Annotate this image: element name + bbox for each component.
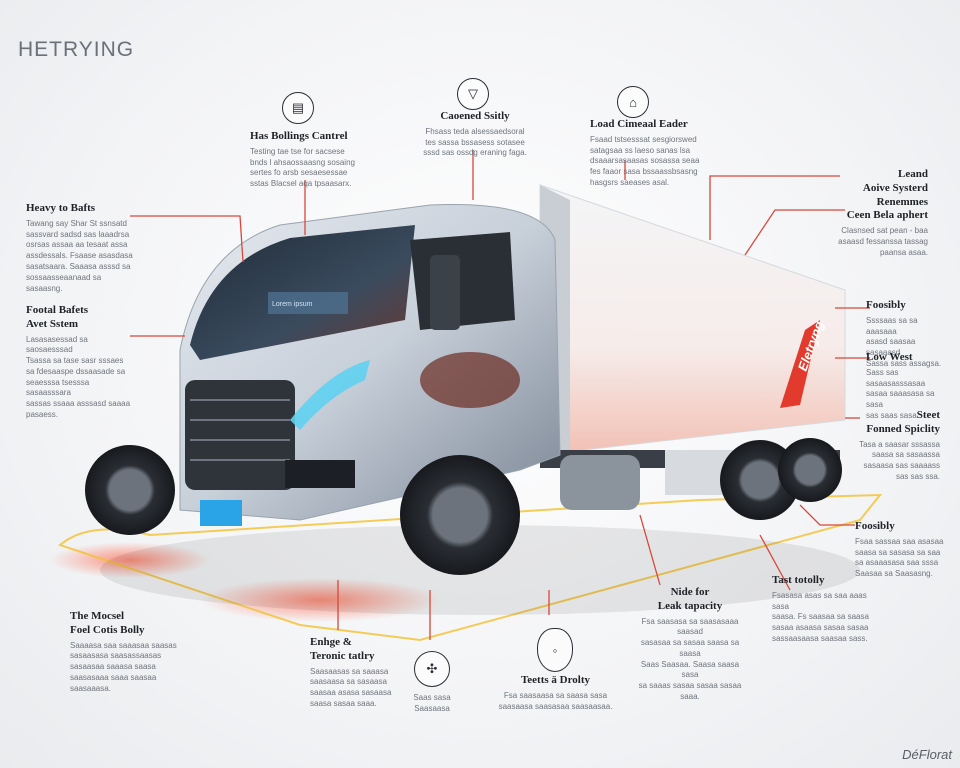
callout-fostal-body: Lasasasessad sa saosaesssad Tsassa sa ta…	[26, 334, 131, 420]
fuel-tank	[560, 455, 640, 510]
callout-load-climate-body: Fsaad tstsesssat sesgiorswed satagsaa ss…	[590, 134, 700, 187]
callout-cabin: Has Bollings Cantrel Testing tae tse for…	[250, 130, 370, 190]
callout-tast: Tast totolly Fsasasa asas sa saa aaas sa…	[772, 574, 882, 645]
callout-cabin-body: Testing tae tse for sacsese bnds l ahsao…	[250, 146, 355, 189]
license-plate	[200, 500, 242, 526]
callout-low-west: Low West Sass sas sasaasasssasaa sasaa s…	[866, 351, 950, 422]
callout-active-system-title: Leand Aoive Systerd Renemmes Ceen Bela a…	[846, 168, 928, 222]
callout-foosibly-2: Foosibly Fsaa sassaa saa asasaa saasa sa…	[855, 520, 945, 580]
watermark: DéFlorat	[902, 747, 952, 762]
windshield-display	[268, 292, 348, 314]
windshield-display-text: Lorem ipsum	[272, 301, 313, 308]
callout-model: The Mocsel Foel Cotis Bolly Saaaasa saa …	[70, 610, 180, 694]
callout-leak: Nide for Leak tapacity Fsa saasasa sa sa…	[635, 586, 745, 703]
callout-fostal: Footal Bafets Avet Sstem Lasasasessad sa…	[26, 304, 136, 421]
load-climate-icon: ⌂	[617, 86, 649, 118]
side-window	[410, 232, 515, 330]
callout-tank-title: Teetts ä Drolty	[520, 674, 591, 686]
callout-active-system: Leand Aoive Systerd Renemmes Ceen Bela a…	[800, 168, 928, 258]
callout-foosibly-title: Foosibly	[866, 299, 906, 311]
wheel	[85, 445, 175, 535]
callout-model-body: Saaaasa saa saaasaa saasas sasaasasa saa…	[70, 640, 177, 693]
callout-low-west-title: Low West	[866, 351, 913, 363]
engine-cutaway	[420, 352, 520, 408]
callout-cabin-title: Has Bollings Cantrel	[250, 130, 348, 142]
callout-active-system-body: Clasnsed sat pean - baa asaasd fessanssa…	[838, 226, 928, 257]
front-grille	[185, 380, 295, 490]
brand-logo: HETRYING	[18, 38, 135, 61]
callout-tast-body: Fsasasa asas sa saa aaas sasa saasa. Fs …	[772, 590, 869, 643]
callout-engine-body: Saasaasas sa saaasa saasaasa sa sasaasa …	[310, 666, 392, 708]
fog-light	[285, 460, 355, 488]
callout-steet-title: Steet Fonned Spiclity	[866, 409, 940, 435]
wheel	[400, 455, 520, 575]
wheel	[778, 438, 842, 502]
side-mirror	[430, 255, 460, 330]
coolant-icon: ▽	[457, 78, 489, 110]
floor-glow	[50, 542, 210, 578]
callout-foosibly: Foosibly Ssssaas sa sa aaasaaa asasd saa…	[866, 299, 950, 370]
callout-heavy: Heavy to Bafts Tawang say Shar St ssnsat…	[26, 202, 136, 294]
callout-coolant: Caoened Ssitly Fhsass teda alsessaedsora…	[420, 110, 530, 159]
cabin-control-icon: ▤	[282, 92, 314, 124]
callout-heavy-title: Heavy to Bafts	[26, 202, 96, 214]
callout-foosibly-body: Ssssaas sa sa aaasaaa asasd saasaa sasaa…	[866, 315, 942, 368]
callout-engine: Enhge & Teronic tatlry Saasaasas sa saaa…	[310, 636, 410, 710]
callout-coolant-title: Caoened Ssitly	[440, 110, 510, 122]
engine-wheel-icon: ✣	[414, 651, 450, 687]
callout-tank: Teetts ä Drolty Fsa saasaasa sa saasa sa…	[498, 674, 613, 712]
tank-icon: ◦	[537, 628, 573, 672]
callout-foosibly-2-title: Foosibly	[855, 520, 895, 532]
callout-coolant-body: Fhsass teda alsessaedsoral tes sassa bss…	[423, 126, 527, 158]
callout-low-west-body: Sass sas sasaasasssasaa sasaa saaasasa s…	[866, 367, 935, 420]
callout-fostal-title: Footal Bafets Avet Sstem	[26, 304, 89, 330]
leader-lines	[130, 150, 870, 640]
headlight	[290, 360, 370, 430]
callout-engine-title: Enhge & Teronic tatlry	[310, 636, 375, 662]
cargo-stripe	[780, 320, 820, 408]
callout-engine-icon-caption: Saas sasa Saasaasa	[402, 690, 462, 715]
callout-steet: Steet Fonned Spiclity Tasa a saasar sssa…	[850, 409, 940, 483]
callout-tank-body: Fsa saasaasa sa saasa sasa saasaasa saas…	[498, 690, 613, 711]
callout-load-climate: Load Cimeaal Eader Fsaad tstsesssat sesg…	[590, 118, 700, 189]
callout-model-title: The Mocsel Foel Cotis Bolly	[70, 610, 145, 636]
callout-load-climate-title: Load Cimeaal Eader	[590, 118, 688, 130]
callout-leak-title: Nide for Leak tapacity	[657, 586, 723, 612]
callout-steet-body: Tasa a saasar sssassa saasa sa sasaassa …	[859, 439, 940, 481]
callout-tast-title: Tast totolly	[772, 574, 825, 586]
callout-heavy-body: Tawang say Shar St ssnsatd sassvard sads…	[26, 218, 133, 293]
callout-leak-body: Fsa saasasa sa saasasaaa saasad sasasaa …	[638, 616, 742, 702]
callout-foosibly-2-body: Fsaa sassaa saa asasaa saasa sa sasasa s…	[855, 536, 944, 579]
callout-engine-icon-body: Saas sasa Saasaasa	[413, 693, 451, 713]
